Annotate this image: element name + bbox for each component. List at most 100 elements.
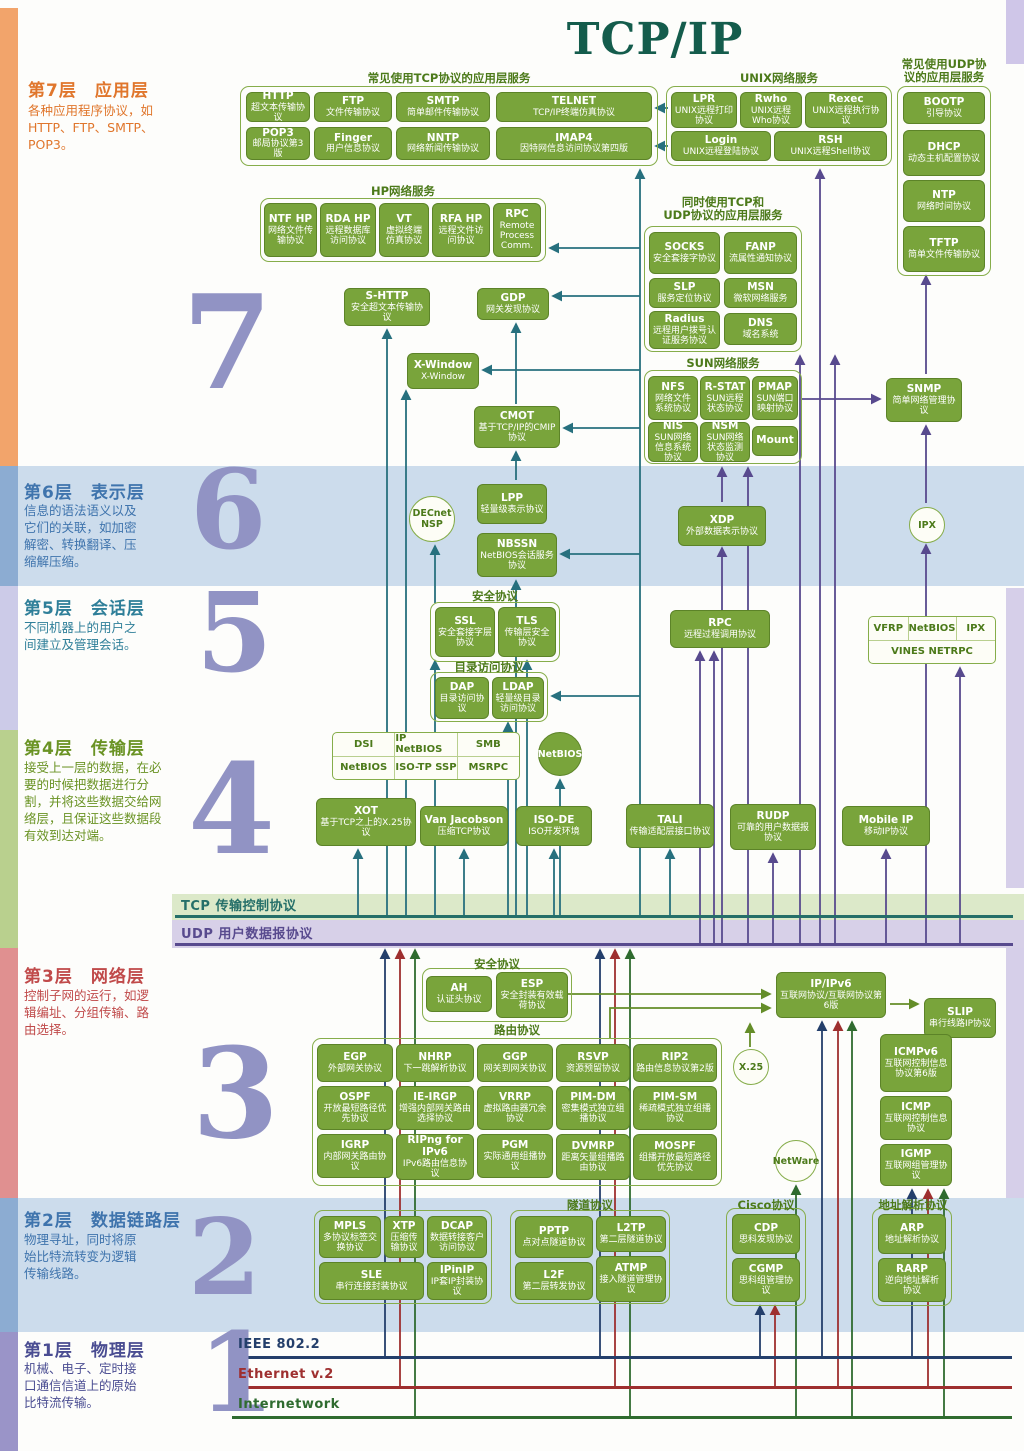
edge-strip	[1006, 588, 1024, 888]
page-title: TCP/IP	[566, 14, 744, 65]
protocol-abbr: CMOT	[499, 410, 535, 423]
protocol-fullname: 域名系统	[742, 329, 779, 340]
protocol-fullname: 实际通用组播协议	[483, 1151, 547, 1172]
protocol-abbr: ICMPv6	[894, 1046, 938, 1059]
protocol-fullname: 远程文件访问协议	[438, 225, 484, 246]
layer-number: 7	[182, 266, 273, 419]
layer-desc: 不同机器上的用户之 间建立及管理会话。	[24, 620, 137, 652]
protocol-abbr: PIM-DM	[570, 1091, 616, 1104]
protocol-abbr: SMTP	[426, 95, 460, 108]
protocol-abbr: DAP	[449, 681, 475, 694]
protocol-abbr: IP/IPv6	[810, 978, 852, 991]
protocol-abbr: DVMRP	[571, 1140, 615, 1153]
group-header: 目录访问协议	[454, 660, 524, 674]
table-cell: SMB	[456, 733, 519, 756]
protocol-abbr: NTP	[932, 189, 956, 202]
table-cell: IPX	[955, 617, 996, 640]
protocol-abbr: SLE	[360, 1269, 383, 1282]
protocol-abbr: CGMP	[748, 1263, 784, 1276]
protocol-fullname: 简单网络管理协议	[892, 395, 956, 416]
protocol-fullname: SUN端口映射协议	[756, 393, 794, 414]
layer-desc: 信息的语法语义以及 它们的关联，如加密 解密、转换翻译、压 缩解压缩。	[24, 503, 137, 569]
table-cell: MSRPC	[456, 756, 519, 779]
layer-desc: 控制子网的运行，如逻 辑编址、分组传输、路 由选择。	[24, 988, 150, 1037]
protocol-abbr: SOCKS	[664, 241, 705, 254]
protocol-abbr: RUDP	[756, 810, 790, 823]
protocol-abbr: PGM	[501, 1139, 529, 1152]
protocol-fullname: 资源预留协议	[565, 1063, 620, 1074]
table-cell: NetBIOS	[907, 617, 956, 640]
protocol-fullname: 外部数据表示协议	[685, 526, 758, 537]
protocol-abbr: SNMP	[906, 383, 942, 396]
protocol-fullname: 简单文件传输协议	[907, 249, 980, 260]
protocol-abbr: MOSPF	[654, 1140, 696, 1153]
protocol-abbr: TALI	[657, 814, 683, 827]
protocol-fullname: 用户信息协议	[325, 144, 380, 155]
protocol-abbr: Mount	[756, 434, 794, 447]
protocol-fullname: 网络文件传输协议	[267, 225, 313, 246]
group-outline	[260, 198, 546, 262]
bus-line-ieee-802-2	[232, 1356, 1012, 1359]
protocol-fullname: 基于TCP之上的X.25协议	[320, 817, 412, 838]
protocol-fullname: 安全封装有效载荷协议	[500, 990, 564, 1011]
protocol-abbr: Rwho	[754, 93, 788, 106]
protocol-fullname: 网关到网关协议	[483, 1063, 547, 1074]
group-outline	[422, 968, 572, 1022]
protocol-fullname: UNIX远程Shell协议	[790, 146, 871, 157]
bus-line-tcp	[175, 915, 1013, 918]
protocol-box-mount: Mount	[752, 426, 798, 456]
group-outline	[666, 86, 892, 166]
protocol-abbr: NTF HP	[268, 213, 313, 226]
protocol-fullname: SUN网络状态监测协议	[706, 432, 744, 463]
protocol-fullname: TCP/IP终端仿真协议	[533, 107, 615, 118]
protocol-fullname: 网络文件系统协议	[654, 393, 691, 414]
protocol-abbr: ICMP	[901, 1101, 931, 1114]
protocol-abbr: DHCP	[927, 141, 961, 154]
group-outline	[897, 86, 991, 276]
protocol-abbr: FANP	[745, 241, 776, 254]
protocol-abbr: RIPng for IPv6	[407, 1134, 463, 1158]
protocol-fullname: 网络时间协议	[916, 201, 971, 212]
protocol-abbr: Login	[704, 134, 738, 147]
protocol-abbr: TFTP	[929, 237, 959, 250]
protocol-abbr: R-STAT	[704, 381, 746, 394]
layer-desc: 接受上一层的数据，在必 要的时候把数据进行分 割，并将这些数据交给网 络层，且保…	[24, 760, 162, 843]
node-circle-ipx: IPX	[909, 507, 945, 543]
protocol-abbr: EGP	[343, 1051, 367, 1064]
table-cell: IP NetBIOS	[394, 733, 456, 756]
edge-strip	[0, 730, 18, 948]
edge-strip	[0, 466, 18, 586]
protocol-fullname: SUN网络信息系统协议	[654, 432, 692, 463]
edge-strip	[1006, 0, 1024, 64]
protocol-abbr: Rexec	[828, 93, 864, 106]
layer-title: 第3层 网络层	[24, 967, 145, 987]
protocol-fullname: 开放最短路径优先协议	[323, 1103, 387, 1124]
protocol-abbr: HTTP	[262, 90, 294, 103]
